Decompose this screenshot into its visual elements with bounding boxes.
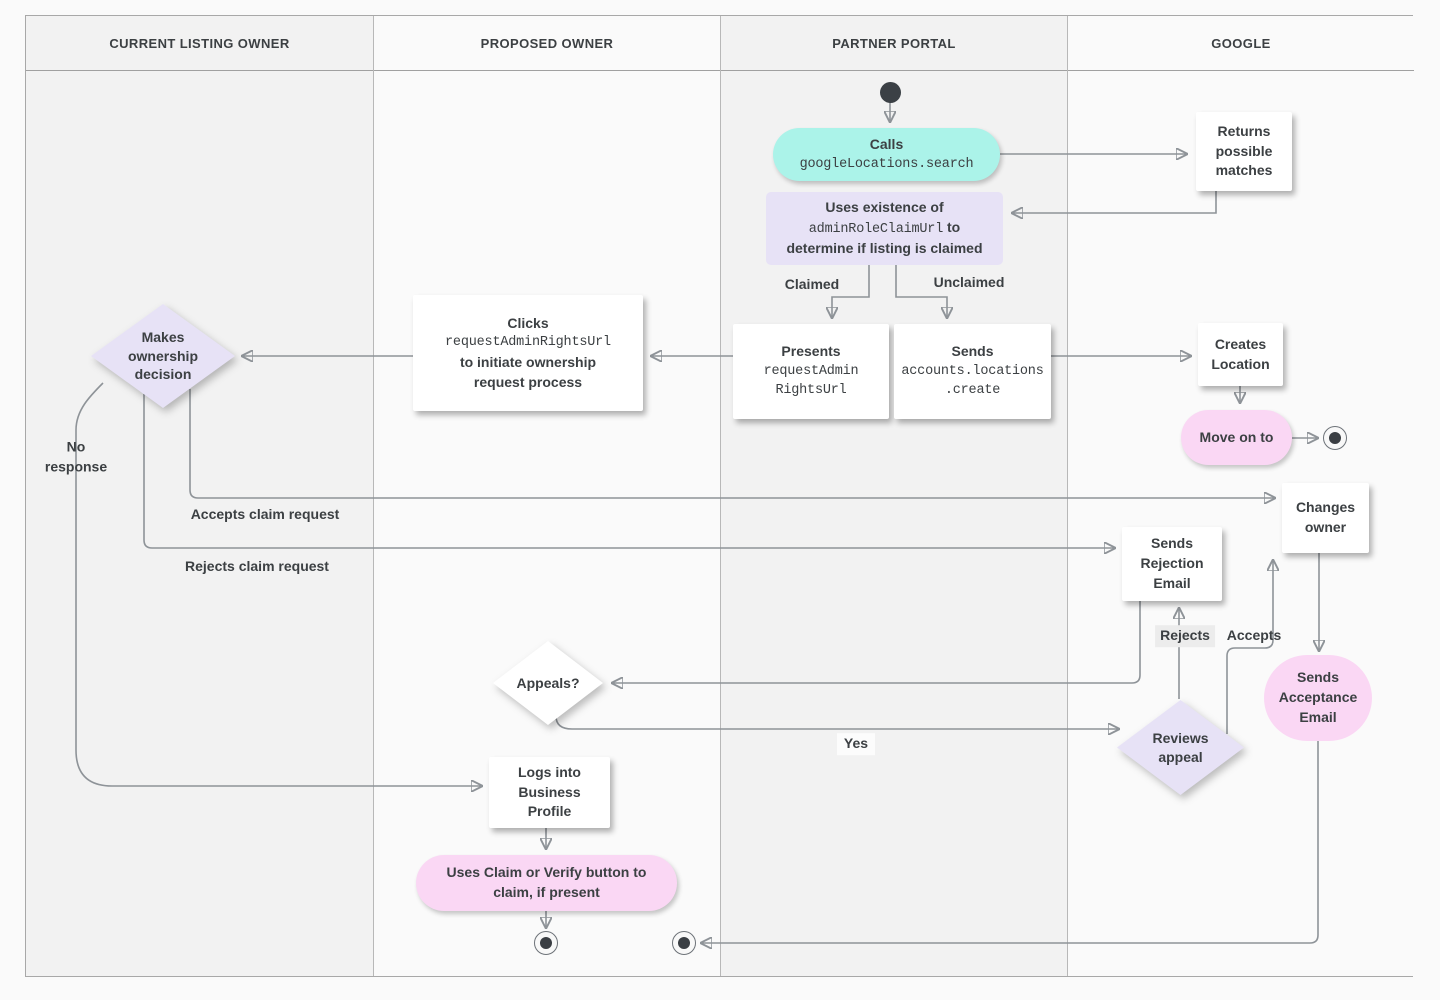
start-node	[880, 82, 901, 103]
lane-header: CURRENT LISTING OWNER	[26, 16, 373, 71]
lane-proposed-owner: PROPOSED OWNER	[374, 16, 721, 976]
node-text: to	[943, 218, 961, 235]
node-code: googleLocations.search	[799, 156, 974, 172]
edge-label-rejects-claim-request: Rejects claim request	[185, 558, 329, 575]
end-node-claim-flow	[534, 931, 558, 955]
creates-location-node: Creates Location	[1198, 323, 1283, 386]
node-code: accounts.locations	[901, 364, 1044, 380]
node-code: .create	[944, 383, 1001, 399]
returns-possible-matches-node: Returns possible matches	[1196, 112, 1292, 191]
lane-current-listing-owner: CURRENT LISTING OWNER	[26, 16, 374, 976]
node-line: to initiate ownership	[459, 353, 597, 370]
move-on-to-node: Move on to	[1181, 410, 1292, 465]
end-node-dot	[678, 937, 690, 949]
node-code: RightsUrl	[775, 383, 847, 399]
makes-ownership-decision-diamond: Makes ownership decision	[91, 304, 235, 408]
lane-header: PARTNER PORTAL	[721, 16, 1067, 71]
node-label: Creates Location	[1211, 335, 1270, 372]
node-title: Clicks	[507, 314, 549, 331]
node-code: requestAdminRightsUrl	[445, 335, 611, 351]
edge-label-accepts: Accepts	[1226, 627, 1282, 644]
end-node-dot	[540, 937, 552, 949]
node-code: requestAdmin	[763, 364, 859, 380]
node-label: Makes ownership decision	[127, 328, 198, 383]
end-node-acceptance-flow	[672, 931, 696, 955]
node-label: Changes owner	[1295, 499, 1356, 535]
sends-acceptance-email-node: Sends Acceptance Email	[1264, 655, 1372, 741]
node-label: Move on to	[1199, 428, 1274, 445]
calls-google-locations-search-node: Calls googleLocations.search	[773, 128, 1000, 181]
reviews-appeal-diamond: Reviews appeal	[1117, 700, 1244, 795]
edge-label-unclaimed: Unclaimed	[933, 274, 1005, 291]
logs-into-business-profile-node: Logs into Business Profile	[489, 757, 610, 828]
appeals-diamond: Appeals?	[493, 641, 603, 725]
end-node-dot	[1329, 432, 1341, 444]
node-title: Calls	[869, 135, 904, 152]
node-label: Uses Claim or Verify button to claim, if…	[446, 864, 647, 900]
node-line: adminRoleClaimUrl to	[809, 218, 960, 239]
node-title: Sends	[951, 343, 994, 360]
end-node-move-on	[1323, 426, 1347, 450]
node-label: Returns possible matches	[1215, 122, 1273, 179]
uses-claim-or-verify-node: Uses Claim or Verify button to claim, if…	[416, 855, 677, 911]
node-title: Presents	[781, 343, 841, 360]
sends-accounts-locations-create-node: Sends accounts.locations .create	[894, 324, 1051, 419]
edge-label-accepts-claim-request: Accepts claim request	[190, 506, 340, 523]
node-line: determine if listing is claimed	[786, 240, 983, 257]
uses-admin-role-claim-url-node: Uses existence of adminRoleClaimUrl to d…	[766, 192, 1003, 265]
edge-label-claimed: Claimed	[784, 276, 840, 293]
sends-rejection-email-node: Sends Rejection Email	[1122, 527, 1222, 601]
presents-request-admin-rights-url-node: Presents requestAdmin RightsUrl	[733, 324, 889, 419]
node-label: Sends Rejection Email	[1140, 535, 1204, 591]
node-label: Logs into Business Profile	[518, 763, 581, 820]
edge-label-no-response: No response	[44, 438, 108, 474]
lane-header: GOOGLE	[1068, 16, 1414, 71]
changes-owner-node: Changes owner	[1282, 483, 1369, 553]
node-label: Sends Acceptance Email	[1278, 669, 1358, 725]
node-line: Uses existence of	[825, 199, 944, 216]
lane-header: PROPOSED OWNER	[374, 16, 720, 71]
node-label: Appeals?	[516, 674, 580, 691]
clicks-request-admin-rights-url-node: Clicks requestAdminRightsUrl to initiate…	[413, 295, 643, 411]
node-line: request process	[473, 373, 583, 390]
edge-label-yes: Yes	[836, 733, 876, 755]
edge-label-rejects: Rejects	[1155, 625, 1215, 647]
node-label: Reviews appeal	[1152, 729, 1209, 765]
node-code: adminRoleClaimUrl	[808, 221, 944, 237]
